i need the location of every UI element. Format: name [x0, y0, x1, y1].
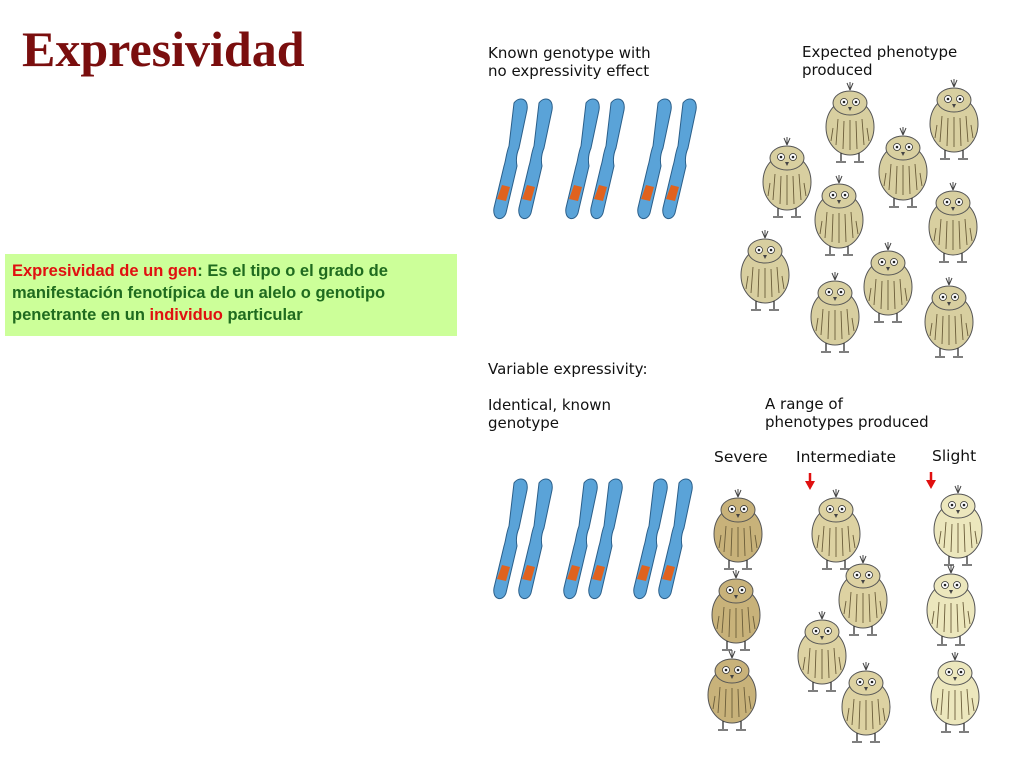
- bird-icon: [707, 649, 757, 731]
- definition-highlight: individuo: [149, 306, 223, 324]
- bird-icon: [814, 174, 864, 256]
- bird-icon: [810, 271, 860, 353]
- bird-icon: [711, 569, 761, 651]
- bird-icon: [924, 276, 974, 358]
- bird-icon: [929, 78, 979, 160]
- definition-text-end: particular: [222, 306, 303, 324]
- label-slight: Slight: [932, 447, 977, 465]
- bird-icon: [762, 136, 812, 218]
- variable-expressivity-heading: Variable expressivity:: [488, 360, 648, 378]
- bird-icon: [878, 126, 928, 208]
- expressivity-figure: Known genotype with no expressivity effe…: [484, 28, 994, 748]
- definition-box: Expresividad de un gen: Es el tipo o el …: [5, 254, 457, 336]
- bird-icon: [926, 564, 976, 646]
- bird-icon: [825, 81, 875, 163]
- definition-separator: :: [197, 262, 208, 280]
- bottom-left-caption: Identical, known genotype: [488, 396, 612, 432]
- bird-icon: [811, 488, 861, 570]
- bird-icon: [841, 661, 891, 743]
- bird-icon: [838, 554, 888, 636]
- down-arrow-icon: [926, 472, 936, 489]
- top-right-caption: Expected phenotype produced: [802, 43, 958, 79]
- down-arrow-icon: [805, 473, 815, 490]
- bird-icon: [930, 651, 980, 733]
- top-left-caption: Known genotype with no expressivity effe…: [488, 44, 651, 80]
- bottom-right-caption: A range of phenotypes produced: [765, 395, 929, 431]
- bird-icon: [740, 229, 790, 311]
- bird-icon: [713, 488, 763, 570]
- bird-icon: [797, 610, 847, 692]
- slide-title: Expresividad: [22, 21, 305, 77]
- figure-illustration: [493, 78, 983, 743]
- label-intermediate: Intermediate: [796, 448, 897, 466]
- label-severe: Severe: [714, 448, 768, 466]
- bird-icon: [863, 241, 913, 323]
- definition-term: Expresividad de un gen: [12, 262, 198, 280]
- bird-icon: [928, 181, 978, 263]
- definition-text: Es el tipo o el grado de manifestación f…: [12, 262, 388, 324]
- bird-icon: [933, 484, 983, 566]
